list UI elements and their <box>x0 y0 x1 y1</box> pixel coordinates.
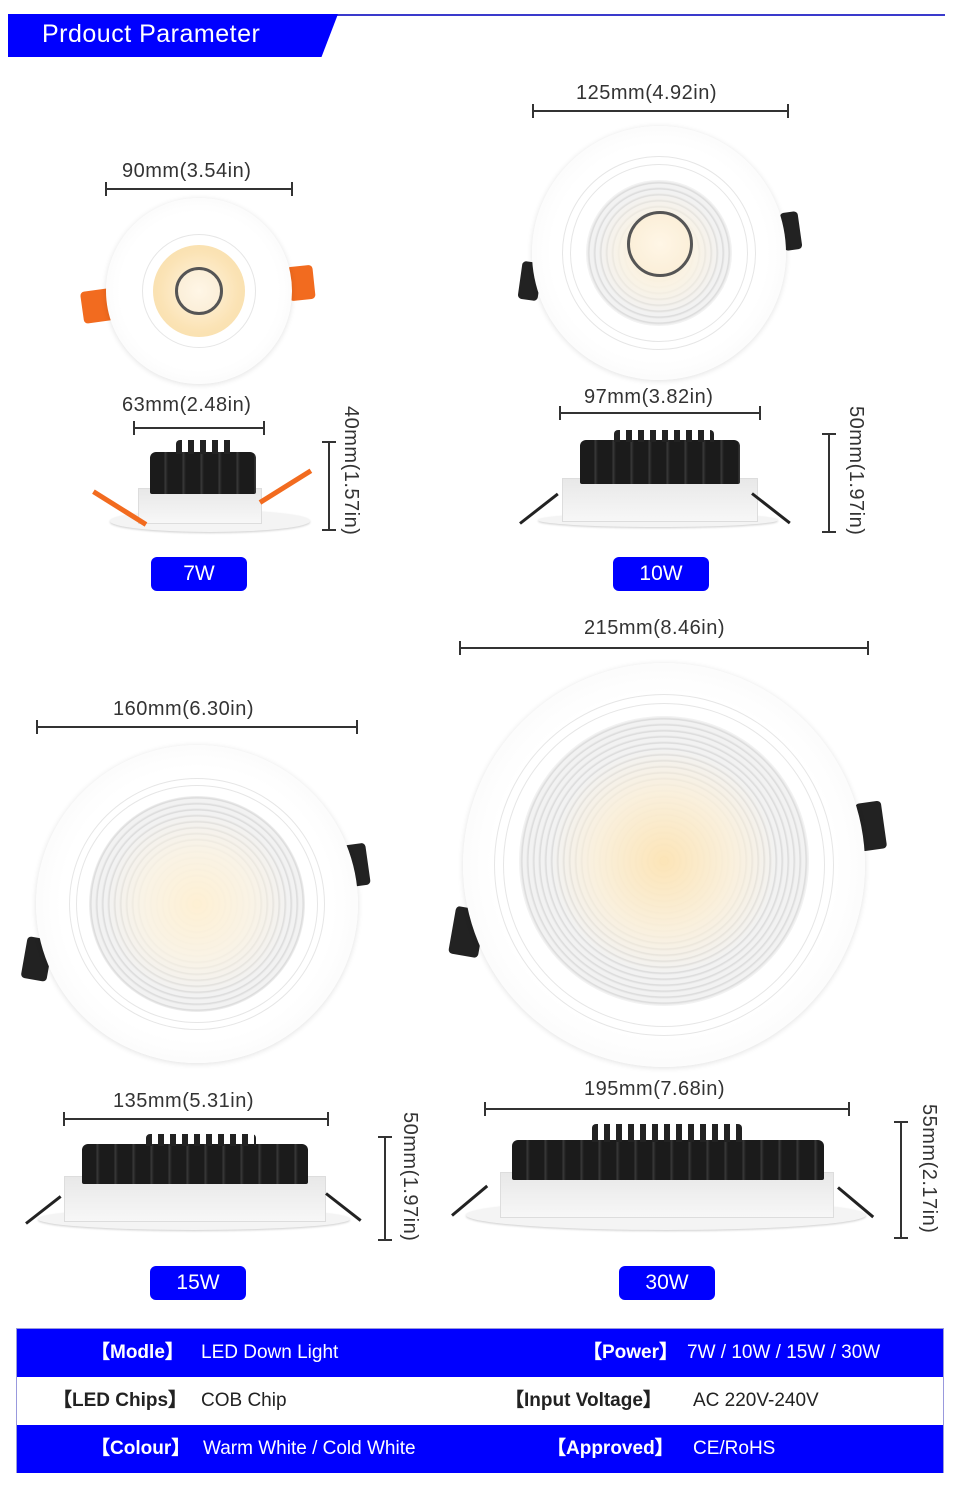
dimension-line-10w-diameter <box>532 104 789 118</box>
heatsink-fins <box>176 440 236 454</box>
spec-value-input-voltage: AC 220V-240V <box>693 1390 819 1411</box>
trim-ring <box>69 778 325 1030</box>
dimension-label-10w-cutout: 97mm(3.82in) <box>584 386 714 408</box>
dimension-line-30w-height <box>894 1121 908 1239</box>
spec-key-colour: 【Colour】 <box>91 1438 191 1459</box>
spec-value-power: 7W / 10W / 15W / 30W <box>687 1342 881 1363</box>
heatsink <box>580 440 740 484</box>
dimension-label-10w-height: 50mm(1.97in) <box>845 406 867 536</box>
spec-key-led-chips: 【LED Chips】 <box>53 1390 188 1411</box>
lamp-face <box>36 745 358 1063</box>
dimension-line-15w-height <box>378 1136 392 1241</box>
dimension-line-10w-height <box>822 433 836 533</box>
heatsink <box>82 1144 308 1184</box>
reflector <box>519 716 809 1006</box>
wattage-badge-10w: 10W <box>613 557 709 591</box>
dimension-label-15w-diameter: 160mm(6.30in) <box>113 698 255 720</box>
heatsink <box>512 1140 824 1180</box>
spec-row-chips-voltage: 【LED Chips】 COB Chip 【Input Voltage】 AC … <box>17 1377 943 1425</box>
spec-value-model: LED Down Light <box>201 1342 339 1363</box>
dimension-label-7w-diameter: 90mm(3.54in) <box>122 160 252 182</box>
dimension-line-15w-diameter <box>36 720 358 734</box>
spec-row-colour-approved: 【Colour】 Warm White / Cold White 【Approv… <box>17 1425 943 1473</box>
cob-chip <box>627 211 693 277</box>
heatsink-fins <box>592 1124 742 1142</box>
spec-key-approved: 【Approved】 <box>547 1438 674 1459</box>
heatsink <box>150 452 256 494</box>
dimension-line-30w-cutout <box>484 1102 850 1116</box>
spec-key-power: 【Power】 <box>583 1342 679 1363</box>
trim-ring <box>570 164 748 342</box>
cob-chip <box>175 267 223 315</box>
spec-key-input-voltage: 【Input Voltage】 <box>505 1390 662 1411</box>
housing <box>138 488 262 524</box>
trim-ring <box>562 156 756 350</box>
dimension-label-15w-height: 50mm(1.97in) <box>399 1112 421 1242</box>
dimension-label-30w-height: 55mm(2.17in) <box>918 1104 940 1234</box>
lamp-face <box>463 663 865 1067</box>
dimension-label-7w-cutout: 63mm(2.48in) <box>122 394 252 416</box>
heatsink-fins <box>146 1134 256 1146</box>
dimension-line-7w-height <box>322 441 336 531</box>
dimension-label-7w-height: 40mm(1.57in) <box>340 406 362 536</box>
wattage-badge-7w: 7W <box>151 557 247 591</box>
reflector <box>89 796 305 1012</box>
lamp-face <box>106 198 292 384</box>
wattage-badge-15w: 15W <box>150 1266 246 1300</box>
spec-key-model: 【Modle】 <box>91 1342 184 1363</box>
housing <box>562 478 758 522</box>
dimension-label-30w-diameter: 215mm(8.46in) <box>584 617 726 639</box>
dimension-label-15w-cutout: 135mm(5.31in) <box>113 1090 255 1112</box>
spring-arm-right <box>258 468 313 505</box>
heatsink-fins <box>614 430 714 442</box>
trim-ring <box>494 694 834 1036</box>
dimension-line-7w-diameter <box>105 182 293 196</box>
spec-value-colour: Warm White / Cold White <box>203 1438 416 1459</box>
header-banner <box>8 14 338 57</box>
spec-table: 【Modle】 LED Down Light 【Power】 7W / 10W … <box>16 1328 944 1473</box>
lamp-face <box>532 126 786 380</box>
wattage-badge-30w: 30W <box>619 1266 715 1300</box>
spec-row-model-power: 【Modle】 LED Down Light 【Power】 7W / 10W … <box>17 1329 943 1377</box>
page-title: Prdouct Parameter <box>42 20 261 48</box>
dimension-label-10w-diameter: 125mm(4.92in) <box>576 82 718 104</box>
dimension-line-10w-cutout <box>559 406 761 420</box>
spec-value-approved: CE/RoHS <box>693 1438 776 1459</box>
trim-ring <box>142 234 256 348</box>
dimension-label-30w-cutout: 195mm(7.68in) <box>584 1078 726 1100</box>
dimension-line-30w-diameter <box>459 641 869 655</box>
trim-ring <box>76 785 318 1023</box>
dimension-line-7w-cutout <box>133 421 265 435</box>
spec-value-led-chips: COB Chip <box>201 1390 287 1411</box>
trim-ring <box>503 703 825 1027</box>
dimension-line-15w-cutout <box>63 1112 329 1126</box>
header-rule <box>8 14 945 16</box>
